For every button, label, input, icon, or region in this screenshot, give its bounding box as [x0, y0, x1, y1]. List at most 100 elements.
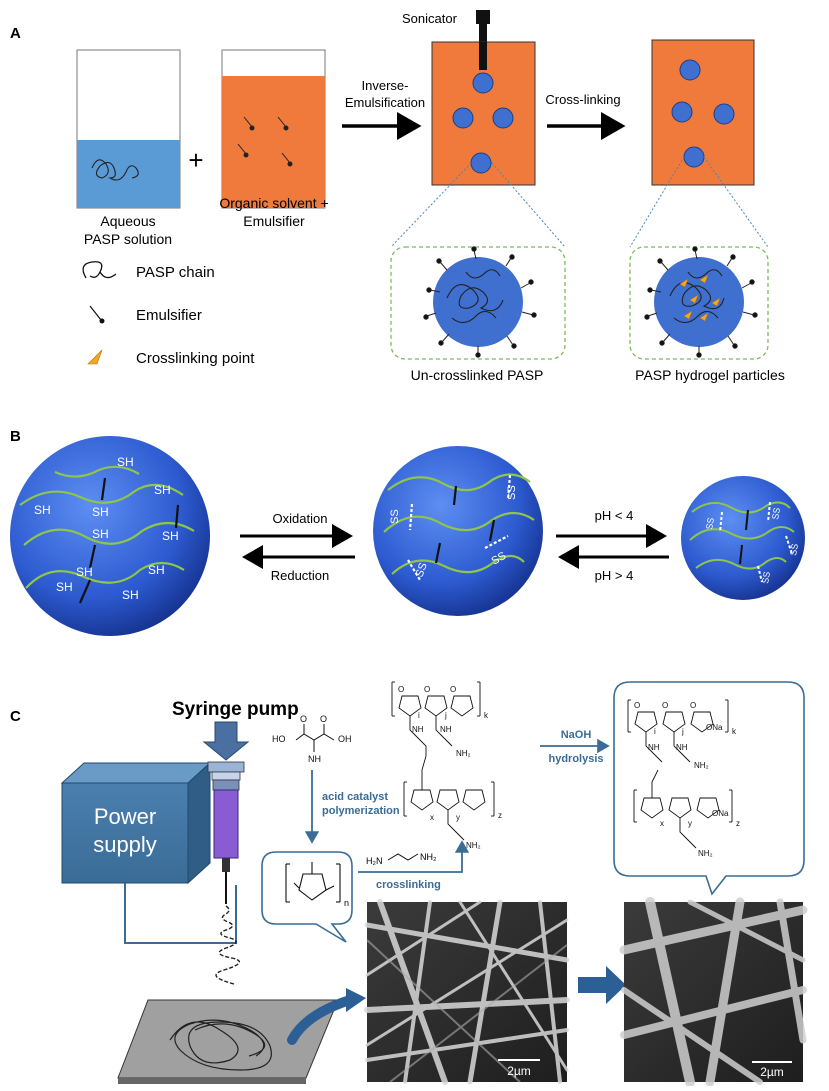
panel-b: B SH SH SH SH SH SH	[10, 428, 805, 636]
step-polymerization-line2: polymerization	[322, 805, 400, 817]
sh-group: SH	[56, 580, 73, 594]
sphere-oxidized: SS SS SS SS	[373, 446, 543, 616]
sh-group: SH	[117, 455, 134, 469]
chem-label: NH₂	[466, 841, 481, 850]
sh-group: SH	[148, 563, 165, 577]
crosslinked-pasi-structure	[391, 681, 495, 841]
inset-hydrogel	[629, 246, 769, 360]
legend-emulsifier-icon	[89, 305, 102, 321]
scale-bar-2-label: 2µm	[760, 1065, 784, 1079]
chem-label: i	[654, 727, 656, 736]
arrow-sem-transition	[578, 966, 626, 1004]
chem-label: x	[660, 819, 664, 828]
legend-crosslinking-icon	[87, 349, 103, 365]
chem-label: j	[681, 727, 684, 736]
sh-group: SH	[162, 529, 179, 543]
chem-label: ONa	[712, 809, 729, 818]
panel-a: A Aqueous PASP solution + Organic solven…	[10, 10, 785, 383]
droplet	[472, 72, 494, 94]
sonicator-label: Sonicator	[402, 11, 458, 26]
chem-label: y	[688, 819, 692, 828]
sh-group: SH	[154, 483, 171, 497]
droplet	[671, 101, 693, 123]
chem-label: j	[444, 711, 447, 720]
sh-group: SH	[122, 588, 139, 602]
step-hydrolysis-reagent: NaOH	[561, 729, 592, 741]
ss-group: SS	[506, 485, 518, 500]
chem-label: OH	[338, 734, 352, 744]
chem-label: H₂N	[366, 856, 383, 866]
chem-label: O	[634, 701, 640, 710]
droplet	[470, 152, 492, 174]
power-wire	[124, 883, 237, 944]
beaker-aqueous-label-line1: Aqueous	[100, 213, 155, 229]
chem-label: z	[736, 819, 740, 828]
chem-label: NH	[648, 743, 660, 752]
label-ph-greater-4: pH > 4	[595, 568, 634, 583]
chem-label: O	[690, 701, 696, 710]
ss-group: SS	[704, 517, 716, 531]
beaker-organic-label-line2: Emulsifier	[243, 213, 305, 229]
legend-emulsifier-label: Emulsifier	[136, 307, 202, 324]
crosslink-points	[679, 274, 721, 322]
plus-sign: +	[188, 145, 203, 175]
chem-label: O	[398, 685, 404, 694]
ethylenediamine	[387, 853, 419, 861]
chem-label: ONa	[706, 723, 723, 732]
panel-c-label: C	[10, 708, 21, 725]
power-supply-label-line1: Power	[94, 804, 156, 829]
chem-label: i	[418, 711, 420, 720]
chem-label: k	[484, 711, 489, 720]
step-crosslinking: crosslinking	[376, 879, 441, 891]
sh-group: SH	[92, 505, 109, 519]
beaker-organic	[221, 49, 326, 209]
chem-label: y	[456, 813, 460, 822]
droplet	[452, 107, 474, 129]
chem-label: O	[300, 714, 307, 724]
label-reduction: Reduction	[271, 568, 330, 583]
inset-hydrogel-caption: PASP hydrogel particles	[635, 367, 785, 383]
syringe	[202, 721, 250, 904]
sh-group: SH	[92, 527, 109, 541]
beaker-aqueous	[76, 49, 181, 209]
chem-label: NH₂	[698, 849, 713, 858]
crosslinked-container	[651, 39, 755, 186]
sem-image-1: 2µm	[364, 899, 570, 1085]
chem-label: NH	[676, 743, 688, 752]
panel-c: C Syringe pump Power supply	[10, 681, 808, 1087]
legend: PASP chain Emulsifier Crosslinking point	[82, 261, 255, 367]
step-hydrolysis: hydrolysis	[548, 753, 603, 765]
sh-group: SH	[34, 503, 51, 517]
subscript-n: n	[344, 898, 349, 908]
sh-group: SH	[76, 565, 93, 579]
hydrolyzed-bubble: O O O ONa k i j NH NH NH₂ x y ONa z NH₂	[613, 681, 805, 896]
droplet	[492, 107, 514, 129]
syringe-pump-label: Syringe pump	[172, 699, 299, 720]
step-cross-linking: Cross-linking	[545, 92, 620, 107]
chem-label: x	[430, 813, 434, 822]
chem-label: HO	[272, 734, 286, 744]
step-inverse-emulsification-line2: Emulsification	[345, 95, 425, 110]
emulsion-container	[431, 41, 536, 186]
inset-uncrosslinked-caption: Un-crosslinked PASP	[411, 367, 544, 383]
beaker-organic-label-line1: Organic solvent +	[219, 195, 328, 211]
ss-group: SS	[414, 561, 430, 579]
label-oxidation: Oxidation	[273, 511, 328, 526]
chem-label: NH₂	[456, 749, 471, 758]
droplet	[683, 146, 705, 168]
arrow-crosslinking	[358, 840, 470, 873]
chem-label: O	[450, 685, 456, 694]
sphere-reduced: SH SH SH SH SH SH SH SH SH SH	[10, 436, 210, 636]
chem-label: NH	[440, 725, 452, 734]
chem-label: O	[662, 701, 668, 710]
droplet	[713, 103, 735, 125]
sonicator-head	[476, 10, 490, 24]
emulsifier-molecules	[237, 116, 293, 167]
chem-label: O	[424, 685, 430, 694]
step-inverse-emulsification-line1: Inverse-	[362, 78, 409, 93]
sem-image-2: 2µm	[619, 897, 808, 1087]
chem-label: NH₂	[694, 761, 709, 770]
chem-label: NH	[308, 754, 321, 764]
panel-a-label: A	[10, 25, 21, 42]
